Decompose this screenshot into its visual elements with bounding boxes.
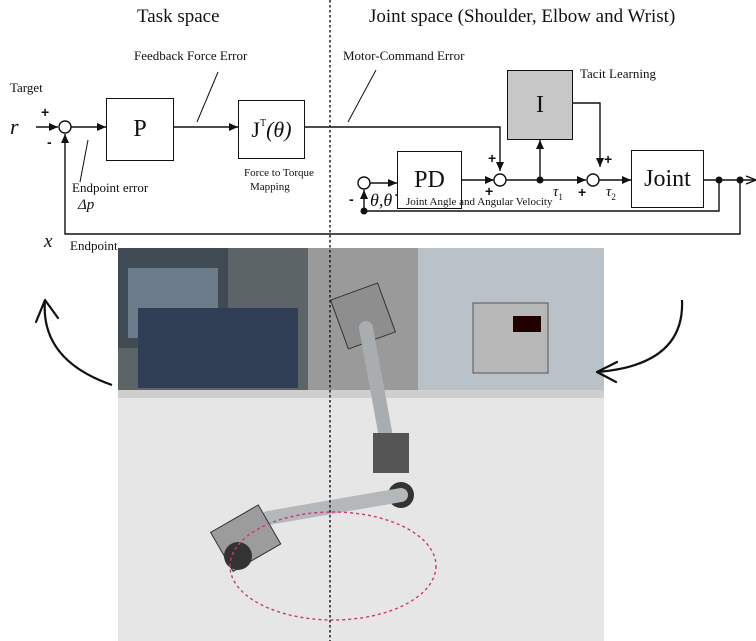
tau2-symbol: τ2 xyxy=(606,184,616,202)
output-arrowhead-top xyxy=(745,175,756,181)
plus-sign-motor-bottom: + xyxy=(485,183,494,199)
p-block: P xyxy=(106,98,174,161)
plus-sign-motor-top: + xyxy=(488,150,497,166)
mapping-label: Mapping xyxy=(250,181,290,193)
task-space-header: Task space xyxy=(137,6,220,27)
motor-command-leader xyxy=(347,69,377,123)
feedback-force-leader xyxy=(196,71,219,123)
joint-space-header: Joint space (Shoulder, Elbow and Wrist) xyxy=(369,6,676,27)
plus-sign-target: + xyxy=(41,104,50,120)
minus-sign-pd: - xyxy=(349,191,354,207)
minus-sign-endpoint: - xyxy=(47,134,52,150)
wall-top-edge xyxy=(118,390,604,398)
feedback-force-error-label: Feedback Force Error xyxy=(134,48,248,63)
target-label: Target xyxy=(10,80,43,95)
power-supply xyxy=(472,302,549,374)
i-to-sum-arrow xyxy=(573,102,604,167)
computer-screen xyxy=(138,308,298,388)
white-wall xyxy=(118,390,604,641)
joint-block: Joint xyxy=(631,150,704,208)
x-symbol: x xyxy=(44,231,53,252)
jt-symbol: J xyxy=(251,116,260,142)
tacit-learning-label: Tacit Learning xyxy=(580,66,656,81)
motor-command-error-label: Motor-Command Error xyxy=(343,48,465,63)
tau1-junction xyxy=(536,176,544,184)
elbow-joint xyxy=(373,433,409,473)
right-rotation-arrow xyxy=(596,299,684,374)
delta-p-symbol: Δp xyxy=(78,197,95,213)
forearm xyxy=(261,488,408,525)
jt-superscript: T xyxy=(259,118,267,129)
joint-angle-feedback xyxy=(360,180,720,212)
power-display xyxy=(513,316,541,332)
pd-block: PD xyxy=(397,151,462,209)
sum-node-joint xyxy=(586,173,600,187)
left-rotation-head xyxy=(34,298,60,324)
endpoint-feedback xyxy=(61,134,741,235)
jt-to-sum-arrow xyxy=(305,126,504,171)
endpoint-error-leader xyxy=(79,139,89,183)
theta-symbol: θ,θ̇ xyxy=(370,190,393,210)
sum-node-endpoint xyxy=(58,120,72,134)
upper-arm xyxy=(359,321,395,455)
plus-sign-joint-left: + xyxy=(578,184,587,200)
output-arrowhead-bottom xyxy=(745,179,756,185)
plus-sign-joint-top: + xyxy=(604,151,613,167)
endpoint-label: Endpoint xyxy=(70,238,118,253)
sum-node-pd xyxy=(357,176,371,190)
i-block: I xyxy=(507,70,573,140)
tau1-symbol: τ1 xyxy=(553,184,563,202)
feedback-junction xyxy=(360,207,368,215)
end-effector xyxy=(224,542,252,570)
joint-angle-label: Joint Angle and Angular Velocity xyxy=(406,196,553,208)
trajectory-ellipse xyxy=(229,511,437,621)
r-symbol: r xyxy=(10,114,19,139)
force-to-torque-label: Force to Torque xyxy=(244,167,314,179)
robot-arm-photo xyxy=(118,248,604,641)
endpoint-error-label: Endpoint error xyxy=(72,180,149,195)
photo-drawing xyxy=(118,248,604,641)
left-rotation-arrow xyxy=(43,299,113,387)
right-rotation-head xyxy=(595,360,619,384)
sum-node-motor xyxy=(493,173,507,187)
jt-argument: (θ) xyxy=(266,116,292,142)
